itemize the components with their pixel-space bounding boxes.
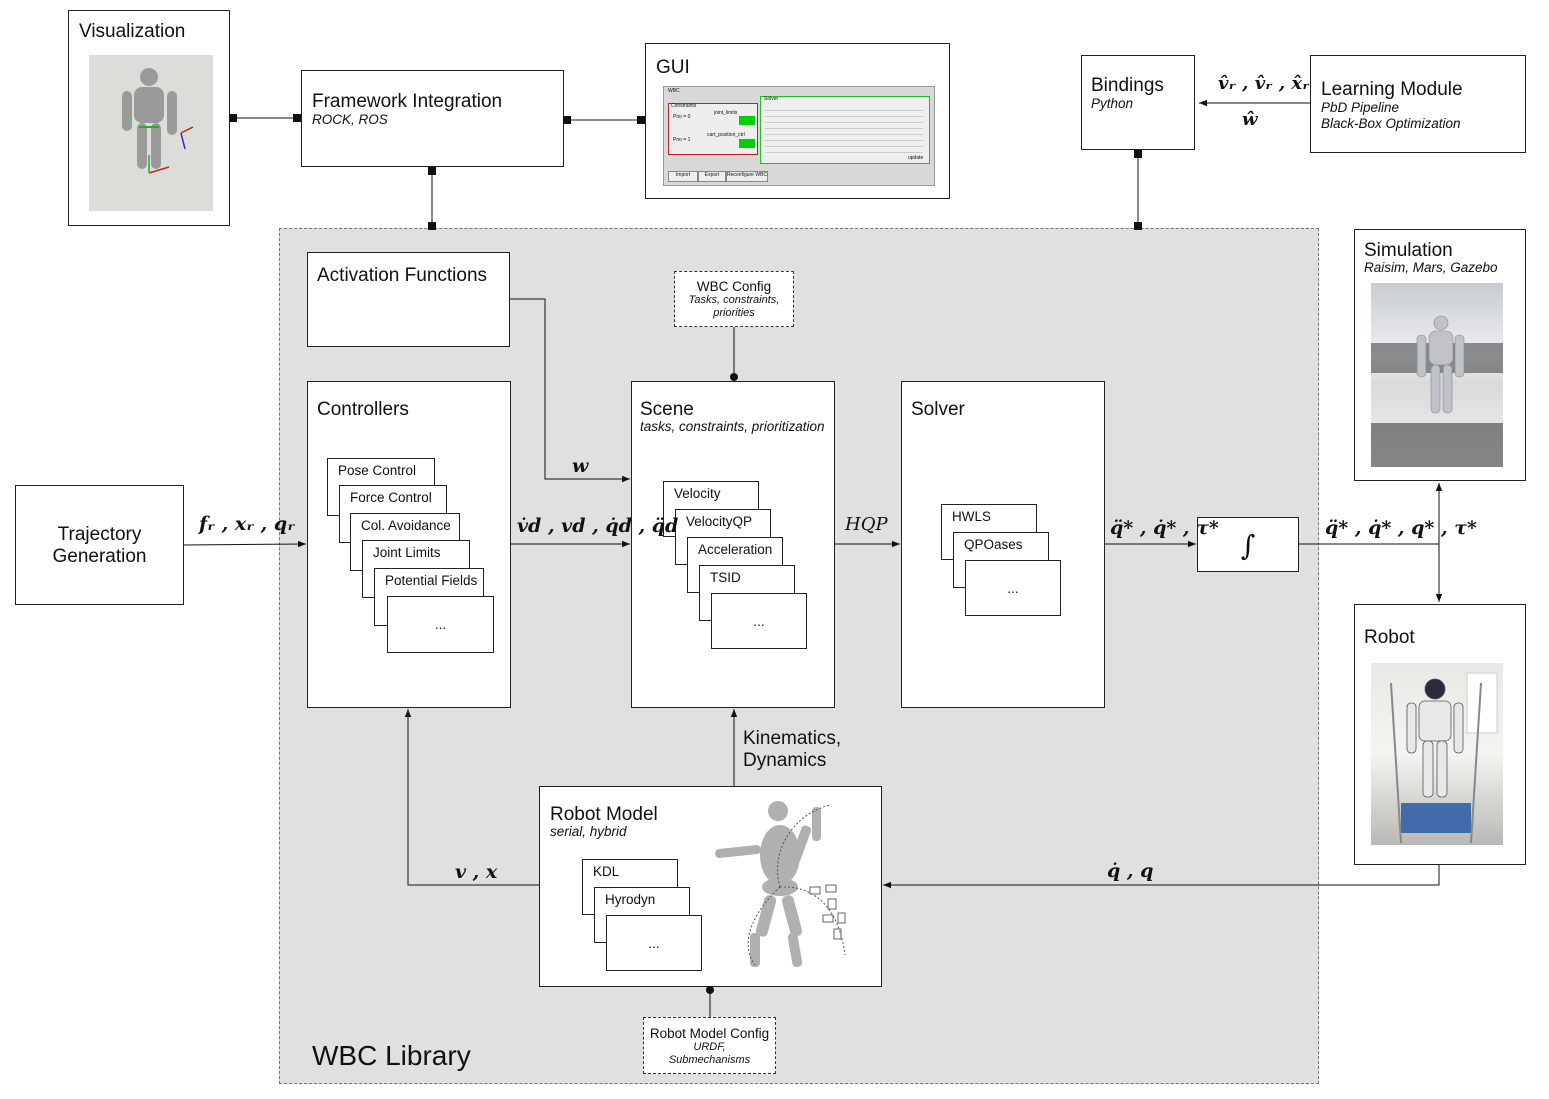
gui-solver-label: Solver (764, 96, 779, 102)
gui-prio0: Prio = 0 (673, 114, 691, 120)
signal-kinematics-dynamics: Kinematics, Dynamics (743, 728, 841, 772)
learning-module-box: Learning Module PbD Pipeline Black-Box O… (1310, 55, 1526, 153)
gui-green-button-1[interactable] (739, 116, 755, 125)
wbc-config-title: WBC Config (696, 279, 772, 294)
gui-solver-table (765, 105, 923, 153)
scene-item: ... (711, 593, 807, 649)
framework-title: Framework Integration (312, 91, 503, 112)
activation-functions-box: Activation Functions (307, 252, 510, 347)
robot-title: Robot (1364, 627, 1415, 648)
robot-model-config-sub2: Submechanisms (668, 1054, 751, 1066)
signal-fr: fᵣ , xᵣ , qᵣ (199, 513, 296, 535)
scene-title: Scene (640, 399, 694, 420)
solver-title: Solver (911, 399, 965, 420)
simulation-sub: Raisim, Mars, Gazebo (1364, 260, 1498, 275)
robot-box: Robot (1354, 604, 1526, 865)
robot-model-item: ... (606, 915, 702, 971)
gui-constraints-panel: Constraints Prio = 0 Prio = 1 joint_limi… (668, 103, 758, 155)
learning-sub1: PbD Pipeline (1321, 100, 1400, 115)
signal-qstar2: q̈* , q̇* , q* , τ* (1325, 517, 1477, 539)
trajectory-line1: Trajectory (57, 524, 142, 545)
robot-model-config-sub1: URDF, (693, 1041, 726, 1053)
learning-signal-top: v̂ᵣ , v̂ᵣ , x̂ᵣ (1218, 73, 1310, 94)
wbc-config-sub: Tasks, constraints, priorities (688, 294, 780, 319)
gui-joint-limits: joint_limits (714, 110, 738, 116)
wbc-library-label: WBC Library (312, 1040, 471, 1071)
gui-update: update (908, 155, 924, 161)
visualization-box: Visualization (68, 10, 230, 226)
gui-export-button[interactable]: Export (698, 171, 726, 182)
trajectory-line2: Generation (52, 546, 147, 567)
gui-cart-position: cart_position_ctrl (707, 132, 745, 138)
integrator-box: ∫ (1197, 517, 1299, 572)
controllers-title: Controllers (317, 399, 409, 420)
robot-model-config-title: Robot Model Config (649, 1026, 770, 1041)
robot-model-title: Robot Model (550, 804, 658, 825)
robot-model-figure (710, 795, 875, 981)
simulation-image (1371, 283, 1503, 467)
gui-box: GUI WBC Constraints Prio = 0 Prio = 1 jo… (645, 43, 950, 199)
activation-title: Activation Functions (317, 265, 488, 286)
signal-qq: q̇ , q (1107, 860, 1154, 882)
learning-sub2: Black-Box Optimization (1321, 116, 1461, 131)
trajectory-generation-box: Trajectory Generation (15, 485, 184, 605)
robot-photo (1371, 663, 1503, 845)
gui-panel-wbc: WBC (668, 88, 680, 94)
scene-sub: tasks, constraints, prioritization (640, 419, 825, 434)
gui-screenshot: WBC Constraints Prio = 0 Prio = 1 joint_… (663, 86, 935, 186)
bindings-box: Bindings Python (1081, 55, 1195, 150)
visualization-title: Visualization (79, 21, 186, 42)
framework-integration-box: Framework Integration ROCK, ROS (301, 70, 564, 167)
signal-dynamics: Dynamics (743, 750, 827, 771)
solver-item: ... (965, 560, 1061, 616)
controller-item: ... (387, 596, 494, 653)
gui-title: GUI (656, 57, 690, 78)
signal-kinematics: Kinematics, (743, 728, 842, 749)
signal-w: w (572, 455, 589, 477)
bindings-sub: Python (1091, 96, 1134, 111)
signal-hqp: HQP (845, 514, 888, 535)
signal-qstar: q̈* , q̇* , τ* (1110, 517, 1219, 539)
simulation-title: Simulation (1364, 240, 1453, 261)
wbc-config-box: WBC Config Tasks, constraints, prioritie… (674, 271, 794, 327)
gui-reconfigure-button[interactable]: Reconfigure WBC (726, 171, 768, 182)
learning-signal-bottom: ŵ (1242, 109, 1258, 130)
visualization-robot-image (89, 55, 213, 211)
gui-constraints-label: Constraints (671, 103, 697, 109)
robot-model-config-box: Robot Model Config URDF, Submechanisms (643, 1017, 776, 1074)
gui-prio1: Prio = 1 (673, 137, 691, 143)
gui-solver-panel: Solver update (760, 96, 930, 164)
learning-title: Learning Module (1321, 79, 1463, 100)
robot-model-sub: serial, hybrid (550, 824, 627, 839)
gui-import-button[interactable]: Import (668, 171, 698, 182)
framework-sub: ROCK, ROS (312, 112, 388, 127)
signal-vx: v , x (455, 861, 498, 883)
gui-green-button-2[interactable] (739, 139, 755, 148)
simulation-box: Simulation Raisim, Mars, Gazebo (1354, 229, 1526, 481)
signal-vd: v̇d , vd , q̇d , q̈d (517, 515, 679, 537)
bindings-title: Bindings (1091, 75, 1164, 96)
